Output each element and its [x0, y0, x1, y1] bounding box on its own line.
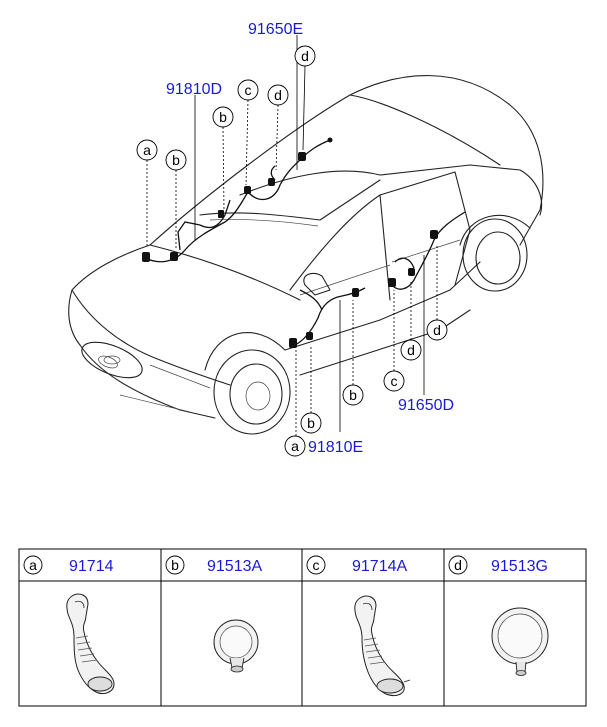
callout-b-top: b: [212, 106, 234, 128]
grommet-boot-icon: [66, 593, 115, 695]
callout-d-top: d: [294, 45, 316, 67]
leader-lines: [146, 35, 438, 436]
callout-letter: a: [291, 438, 299, 454]
callout-c-bottom: c: [383, 370, 405, 392]
callout-letter: d: [433, 322, 441, 338]
legend-header-c: c 91714A: [306, 555, 407, 575]
car-illustration: [68, 75, 544, 435]
legend-code: 91714A: [352, 558, 407, 575]
grommet-plug-icon: [213, 619, 259, 673]
legend-header-d: d 91513G: [448, 555, 548, 575]
part-label-91650D: 91650D: [398, 397, 454, 414]
part-label-91650E: 91650E: [248, 21, 303, 38]
legend-code: 91714: [69, 558, 114, 575]
legend-table: a 91714 b 91513A c 91714A d 91513G: [18, 548, 587, 707]
callout-a-top: a: [136, 139, 158, 161]
front-door-harness-91810E: [289, 287, 366, 348]
callout-letter: d: [407, 342, 415, 358]
callout-b-bottom2: b: [300, 412, 322, 434]
legend-header-a: a 91714: [23, 555, 114, 575]
grommet-boot-icon: [354, 595, 411, 697]
callout-c-top: c: [237, 79, 259, 101]
callout-letter: a: [143, 142, 151, 158]
callout-b-bottom: b: [342, 384, 364, 406]
legend-letter: d: [454, 557, 462, 573]
callout-letter: b: [307, 415, 315, 431]
legend-header-b: b 91513A: [165, 555, 262, 575]
callout-b-top2: b: [165, 149, 187, 171]
legend-letter: a: [29, 557, 37, 573]
legend-letter: b: [171, 557, 179, 573]
callout-letter: b: [349, 387, 357, 403]
callout-letter: b: [219, 109, 227, 125]
callout-letter: c: [391, 373, 398, 389]
callout-a-bottom: a: [284, 435, 306, 457]
callout-letter: c: [245, 82, 252, 98]
legend-code: 91513G: [491, 558, 548, 575]
grommet-plug-icon: [491, 607, 549, 676]
callout-d-top2: d: [267, 84, 289, 106]
rear-door-harness-91650E: [247, 137, 333, 201]
callout-d-right2: d: [400, 339, 422, 361]
callout-letter: d: [301, 48, 309, 64]
callout-letter: b: [172, 152, 180, 168]
part-label-91810E: 91810E: [308, 439, 363, 456]
part-label-91810D: 91810D: [166, 81, 222, 98]
front-door-harness-91810D: [142, 186, 251, 263]
legend-code: 91513A: [207, 558, 262, 575]
callout-d-right: d: [426, 319, 448, 341]
callout-letter: d: [274, 87, 282, 103]
legend-letter: c: [313, 557, 320, 573]
